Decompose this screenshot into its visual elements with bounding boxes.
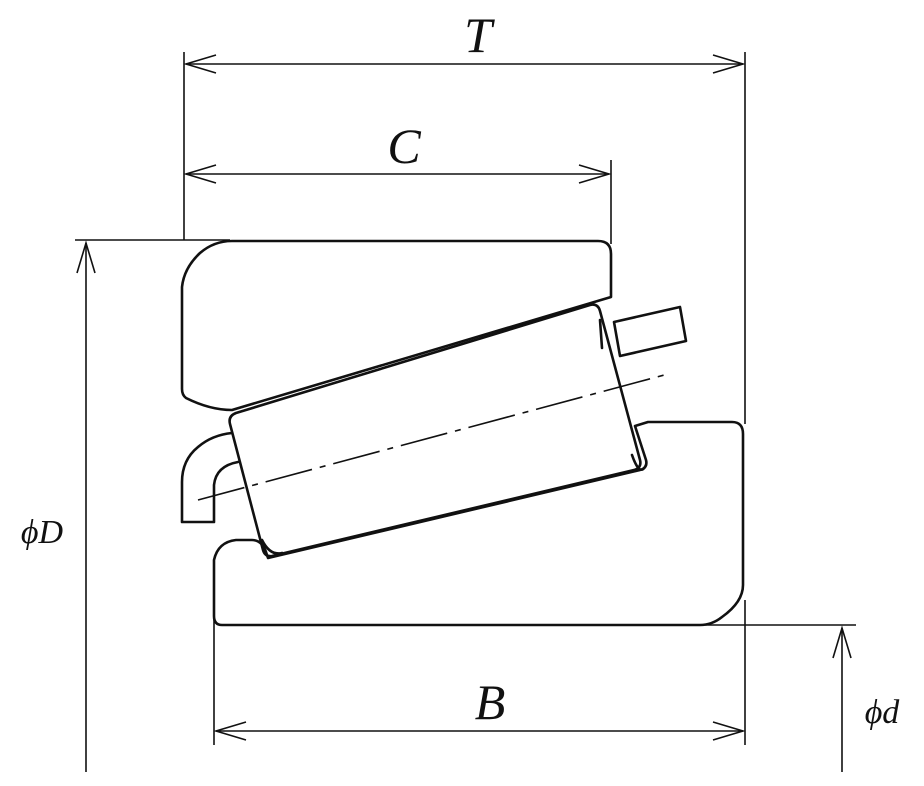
label-C: C [387, 118, 421, 174]
inner-ring-cone [212, 420, 745, 627]
label-phiD: ϕD [21, 514, 64, 551]
dimension-C: C [183, 118, 612, 244]
dimension-T: T [183, 7, 746, 424]
arrowhead-B-left [213, 721, 247, 741]
label-B: B [475, 674, 506, 730]
outer-ring-cup [180, 239, 613, 412]
roller-end-detail [598, 318, 604, 350]
dimension-phiD: ϕD [21, 239, 230, 772]
arrowhead-B-right [712, 721, 746, 741]
arrowhead-d-top [832, 625, 852, 659]
roller-centerline [197, 373, 669, 501]
arrowhead-D-top [76, 240, 96, 274]
cage-right-block [612, 305, 688, 358]
dimension-phid: ϕd [700, 624, 901, 772]
fillet-left-contact [260, 538, 284, 555]
label-phid: ϕd [865, 694, 901, 731]
cage-left-hook [180, 431, 240, 524]
fillet-right-contact [630, 453, 648, 471]
arrowhead-C-right [578, 164, 612, 184]
arrowhead-T-right [712, 54, 746, 74]
arrowhead-T-left [183, 54, 217, 74]
tapered-roller [228, 303, 642, 558]
arrowhead-C-left [183, 164, 217, 184]
dimension-B: B [213, 600, 746, 745]
label-T: T [464, 7, 495, 63]
